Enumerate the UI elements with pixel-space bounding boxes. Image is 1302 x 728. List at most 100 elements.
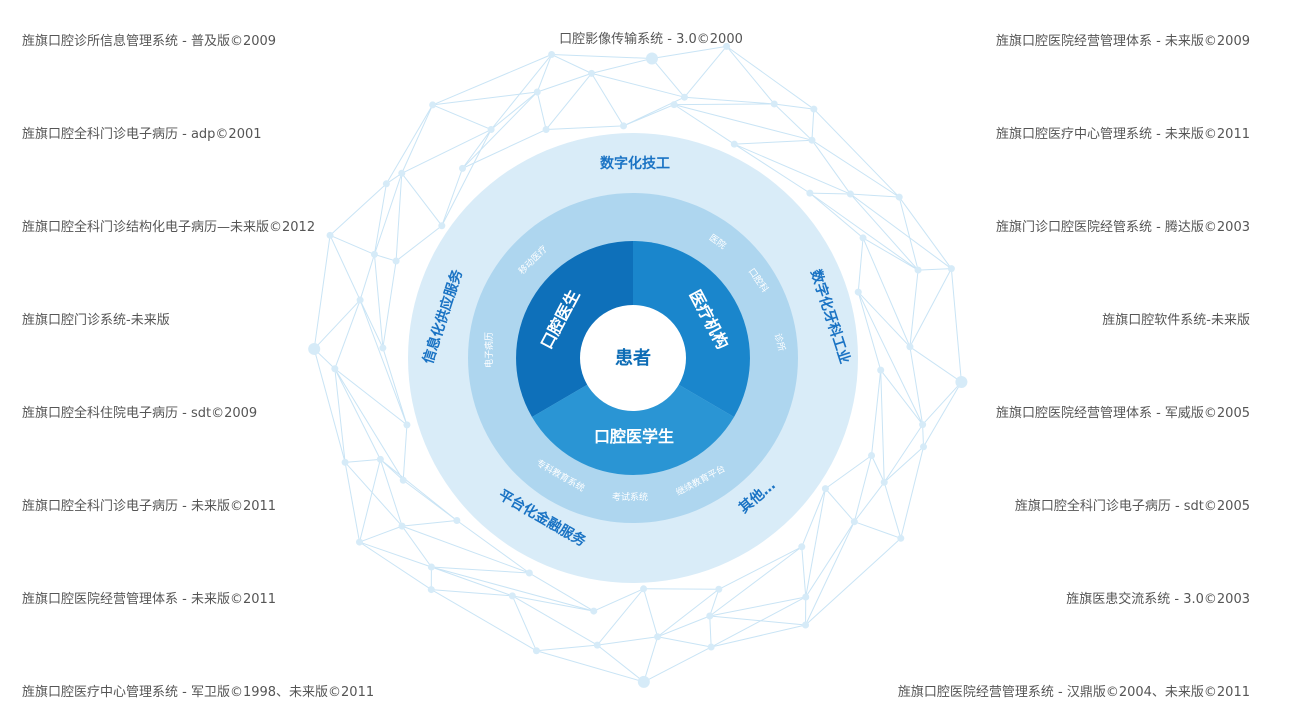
- network-line: [334, 368, 381, 460]
- left-system-item: 旌旗口腔全科门诊结构化电子病历—未来版©2012: [22, 220, 316, 235]
- left-system-item: 旌旗口腔全科住院电子病历 - sdt©2009: [22, 406, 258, 421]
- network-node: [859, 234, 867, 242]
- network-node: [487, 126, 495, 134]
- network-line: [385, 104, 434, 185]
- network-background: [308, 42, 968, 688]
- network-line: [809, 192, 851, 195]
- network-node: [376, 455, 384, 463]
- network-line: [862, 237, 919, 271]
- network-node: [356, 538, 364, 546]
- network-line: [857, 291, 882, 371]
- network-line: [329, 235, 361, 301]
- network-node: [906, 343, 914, 351]
- network-line: [709, 546, 803, 617]
- network-line: [432, 54, 552, 106]
- network-line: [373, 183, 387, 255]
- network-node: [850, 518, 858, 526]
- network-node: [730, 140, 738, 148]
- network-line: [651, 45, 727, 59]
- network-line: [402, 520, 457, 527]
- network-line: [382, 260, 397, 349]
- network-node: [356, 296, 364, 304]
- network-node: [508, 592, 516, 600]
- network-line: [709, 616, 712, 648]
- network-line: [431, 566, 513, 597]
- network-line: [380, 458, 458, 521]
- network-node: [802, 593, 810, 601]
- network-line: [431, 589, 537, 652]
- network-line: [801, 546, 807, 598]
- right-system-item: 旌旗门诊口腔医院经管系统 - 腾达版©2003: [995, 220, 1250, 235]
- network-line: [950, 268, 962, 383]
- network-node: [947, 265, 955, 273]
- network-line: [529, 572, 595, 612]
- network-node: [723, 42, 731, 50]
- network-line: [880, 369, 924, 425]
- right-system-item: 旌旗口腔全科门诊电子病历 - sdt©2005: [1014, 499, 1250, 514]
- network-line: [718, 546, 803, 590]
- network-line: [871, 370, 882, 456]
- network-line: [380, 459, 404, 481]
- network-node: [955, 376, 968, 389]
- right-system-item: 旌旗口腔医疗中心管理系统 - 未来版©2011: [995, 127, 1250, 142]
- left-system-item: 旌旗口腔医院经营管理体系 - 未来版©2011: [22, 592, 277, 607]
- right-system-item: 旌旗口腔软件系统-未来版: [1102, 313, 1250, 328]
- network-node: [770, 100, 778, 108]
- network-line: [857, 291, 924, 425]
- network-line: [811, 139, 851, 195]
- network-line: [734, 139, 812, 145]
- right-system-item: 旌旗口腔医院经营管理体系 - 未来版©2009: [995, 34, 1250, 49]
- network-node: [403, 421, 411, 429]
- network-line: [591, 73, 624, 127]
- network-line: [805, 537, 902, 626]
- network-line: [811, 109, 815, 141]
- network-line: [923, 381, 962, 448]
- network-line: [643, 646, 712, 683]
- network-node: [802, 621, 810, 629]
- left-system-item: 旌旗口腔诊所信息管理系统 - 普及版©2009: [22, 34, 277, 49]
- network-node: [920, 443, 928, 451]
- network-line: [825, 455, 872, 490]
- network-line: [591, 72, 685, 98]
- network-line: [857, 237, 864, 293]
- network-line: [850, 193, 919, 271]
- network-line: [374, 253, 397, 262]
- network-line: [709, 589, 720, 617]
- network-line: [373, 254, 384, 348]
- network-line: [809, 192, 864, 239]
- network-line: [709, 615, 806, 626]
- network-line: [643, 588, 659, 637]
- network-node: [808, 136, 816, 144]
- network-node: [854, 288, 862, 296]
- network-line: [657, 588, 720, 638]
- left-system-item: 旌旗口腔全科门诊电子病历 - adp©2001: [22, 127, 262, 142]
- network-line: [546, 125, 624, 131]
- network-node: [427, 586, 435, 594]
- network-line: [596, 588, 644, 646]
- network-line: [395, 173, 403, 262]
- network-line: [401, 525, 432, 568]
- network-line: [511, 595, 537, 651]
- network-line: [898, 196, 919, 271]
- network-line: [773, 103, 813, 141]
- network-node: [715, 585, 723, 593]
- network-node: [868, 451, 876, 459]
- network-line: [900, 446, 924, 539]
- network-node: [370, 250, 378, 258]
- network-line: [871, 455, 885, 483]
- network-line: [809, 192, 919, 271]
- network-node: [637, 675, 650, 688]
- network-node: [706, 612, 714, 620]
- network-line: [850, 193, 952, 270]
- network-line: [536, 644, 598, 652]
- network-line: [918, 268, 952, 271]
- network-line: [801, 488, 826, 547]
- network-node: [810, 105, 818, 113]
- middle-label-emr: 电子病历: [483, 332, 495, 368]
- network-line: [401, 172, 443, 227]
- network-line: [922, 424, 925, 447]
- network-node: [654, 633, 662, 641]
- network-node: [459, 164, 467, 172]
- network-line: [734, 143, 811, 194]
- right-system-item: 旌旗口腔医院经营管理体系 - 军威版©2005: [995, 406, 1250, 421]
